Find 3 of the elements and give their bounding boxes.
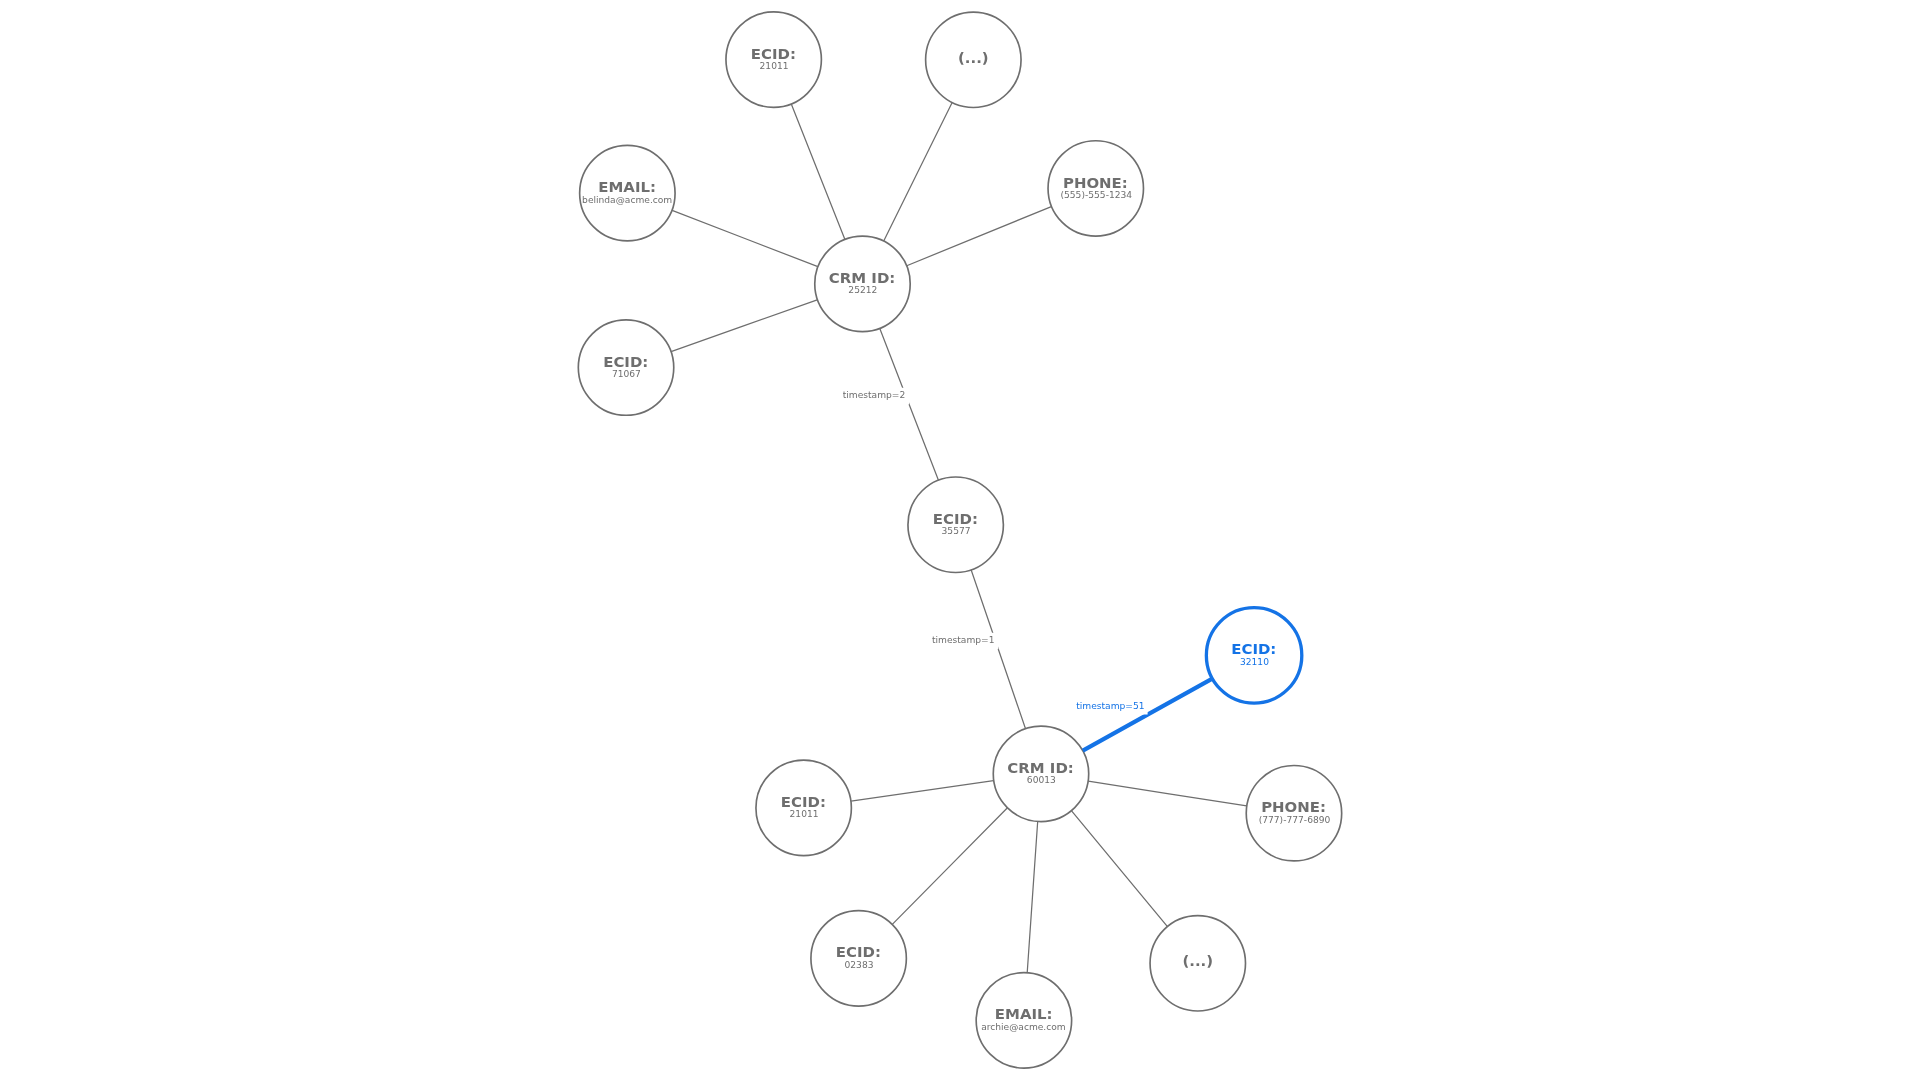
edge-label: timestamp=2 [842, 390, 906, 401]
edge-label: timestamp=51 [1076, 700, 1145, 711]
edge-label: timestamp=1 [931, 635, 995, 646]
